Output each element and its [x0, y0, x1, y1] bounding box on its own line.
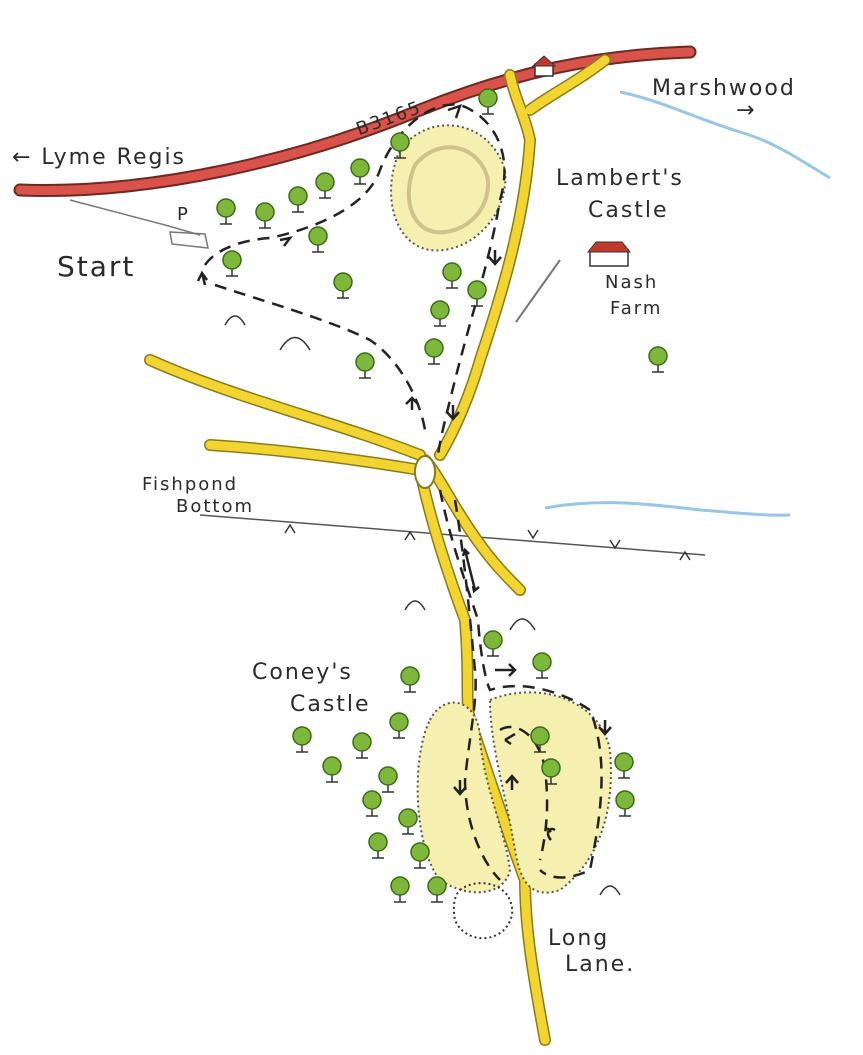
tree-icon: [530, 726, 550, 753]
lamberts-castle-hillfort: [390, 124, 507, 252]
tree-icon: [355, 352, 375, 379]
tree-icon: [308, 226, 328, 253]
coneys-castle-label-1: Coney's: [252, 660, 353, 685]
tree-icon: [478, 88, 498, 115]
tree-icon: [292, 726, 312, 753]
tree-icon: [315, 172, 335, 199]
tree-icon: [614, 752, 634, 779]
tree-icon: [541, 758, 561, 785]
nash-farm-label-2: Farm: [610, 298, 663, 319]
tree-icon: [398, 808, 418, 835]
tree-icon: [648, 346, 668, 373]
tree-icon: [483, 630, 503, 657]
tree-icon: [389, 712, 409, 739]
long-lane-label-2: Lane.: [565, 952, 636, 977]
tree-icon: [333, 272, 353, 299]
tree-icon: [368, 832, 388, 859]
tree-icon: [467, 280, 487, 307]
tree-icon: [442, 262, 462, 289]
marshwood-label: Marshwood: [652, 76, 796, 101]
coneys-castle-label-2: Castle: [290, 692, 371, 717]
tree-icon: [255, 202, 275, 229]
tree-icon: [390, 132, 410, 159]
stream-fishpond: [544, 501, 791, 517]
parking-icon: P: [177, 204, 190, 225]
tree-icon: [400, 666, 420, 693]
field-boundary: [199, 514, 706, 556]
tree-icon: [615, 790, 635, 817]
tree-icon: [350, 158, 370, 185]
coneys-castle-hillfort: [416, 691, 612, 940]
tree-icon: [362, 790, 382, 817]
trees: [216, 88, 668, 903]
stream-marshwood: [619, 90, 831, 180]
house-icon: [586, 241, 632, 267]
tree-icon: [352, 732, 372, 759]
fishpond-label-2: Bottom: [176, 496, 255, 517]
tree-icon: [288, 186, 308, 213]
lamberts-castle-label-1: Lambert's: [556, 166, 684, 191]
old-track: [69, 199, 201, 236]
house-icon: [531, 55, 557, 77]
route-arrows: [196, 104, 612, 841]
tree-icon: [424, 338, 444, 365]
tree-icon: [222, 250, 242, 277]
nash-farm-label-1: Nash: [605, 272, 659, 293]
tree-icon: [532, 652, 552, 679]
tree-icon: [410, 842, 430, 869]
tree-icon: [378, 766, 398, 793]
boundary-marks: [284, 523, 691, 561]
marshwood-arrow: →: [736, 98, 757, 123]
fishpond-label-1: Fishpond: [142, 474, 239, 495]
lamberts-castle-label-2: Castle: [588, 198, 669, 223]
hill-icon: [224, 315, 621, 896]
start-label: Start: [57, 250, 136, 283]
tree-icon: [430, 300, 450, 327]
long-lane-label-1: Long: [548, 926, 610, 951]
lyme-regis-label: ← Lyme Regis: [12, 145, 187, 170]
tree-icon: [427, 876, 447, 903]
tree-icon: [216, 198, 236, 225]
tree-icon: [322, 756, 342, 783]
tree-icon: [390, 876, 410, 903]
